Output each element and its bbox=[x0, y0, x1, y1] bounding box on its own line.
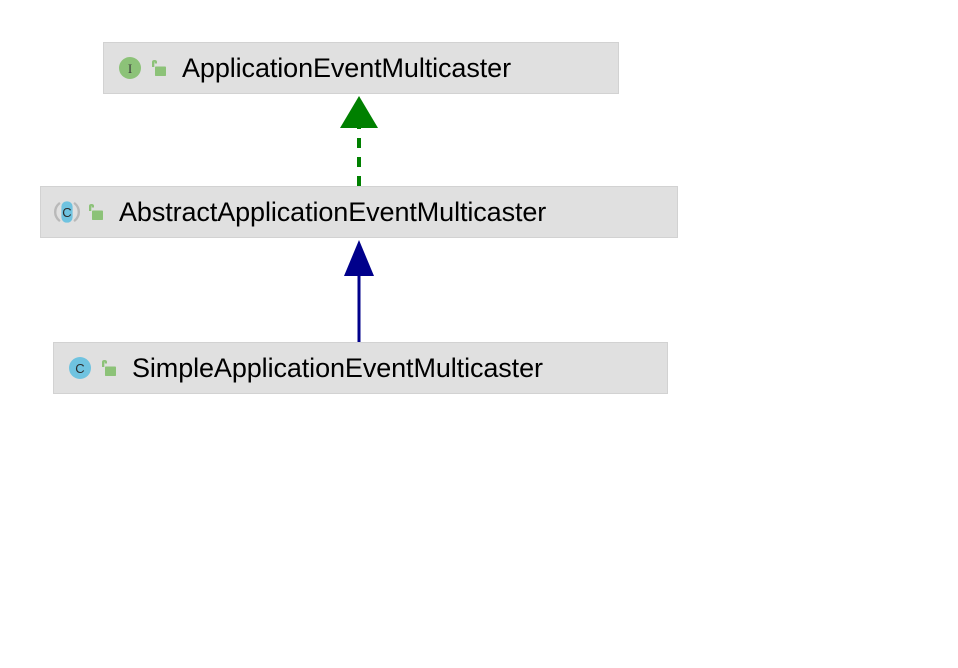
node-application-event-multicaster[interactable]: I ApplicationEventMulticaster bbox=[103, 42, 619, 94]
node-label: AbstractApplicationEventMulticaster bbox=[119, 196, 547, 227]
svg-text:I: I bbox=[128, 61, 132, 76]
abstract-class-icon: C bbox=[53, 198, 85, 226]
interface-icon: I bbox=[116, 54, 148, 82]
class-icon: C bbox=[66, 354, 98, 382]
node-abstract-application-event-multicaster[interactable]: C AbstractApplicationEventMulticaster bbox=[40, 186, 678, 238]
generalization-arrowhead-icon bbox=[344, 240, 374, 276]
unlocked-padlock-icon bbox=[98, 358, 132, 378]
unlocked-padlock-icon bbox=[148, 58, 182, 78]
generalization-edge bbox=[344, 240, 374, 342]
realization-edge bbox=[340, 96, 378, 186]
node-label: ApplicationEventMulticaster bbox=[182, 52, 511, 83]
svg-text:C: C bbox=[62, 205, 71, 220]
node-simple-application-event-multicaster[interactable]: C SimpleApplicationEventMulticaster bbox=[53, 342, 668, 394]
realization-arrowhead-icon bbox=[340, 96, 378, 128]
svg-text:C: C bbox=[75, 361, 84, 376]
unlocked-padlock-icon bbox=[85, 202, 119, 222]
node-label: SimpleApplicationEventMulticaster bbox=[132, 352, 543, 383]
